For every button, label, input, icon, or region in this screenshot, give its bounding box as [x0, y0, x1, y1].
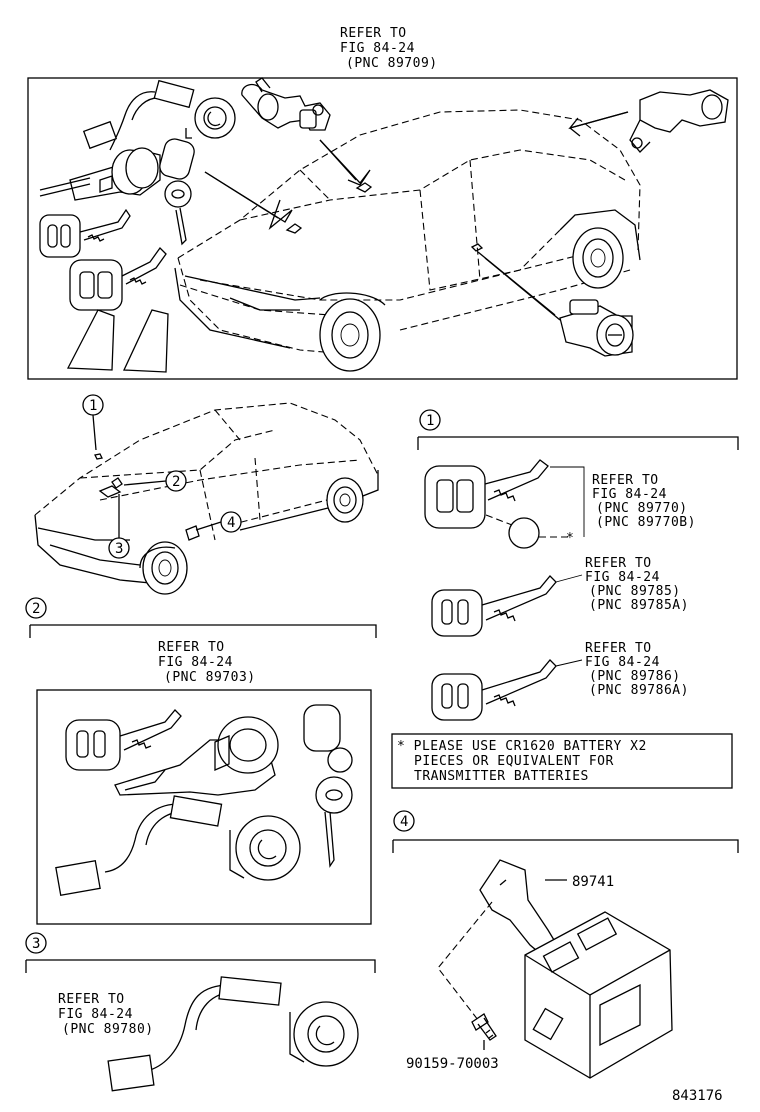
ref-c-line-1: REFER TO [585, 641, 652, 656]
top-keys [39, 208, 169, 373]
callout-2-label: 2 [172, 474, 180, 490]
section-3-ref-line-2: FIG 84-24 [58, 1007, 133, 1022]
ref-b-line-2: FIG 84-24 [585, 570, 660, 585]
top-reference-text: REFER TO FIG 84-24 (PNC 89709) [340, 26, 438, 71]
top-hood-lock [241, 77, 331, 131]
top-backdoor-lock [629, 89, 729, 153]
location-car [34, 402, 379, 595]
callout-3-label: 3 [115, 541, 123, 557]
part-number-90159-70003: 90159-70003 [406, 1056, 499, 1072]
top-car-illustration [174, 109, 641, 372]
top-arrows [204, 111, 629, 321]
ref-b-line-1: REFER TO [585, 556, 652, 571]
section-2-ref-line-3: (PNC 89703) [164, 670, 256, 685]
section-4-label: 4 [400, 814, 408, 830]
section-2-ref-line-1: REFER TO [158, 640, 225, 655]
ref-a-line-3: (PNC 89770) [596, 501, 688, 516]
ref-b-line-3: (PNC 89785) [589, 584, 681, 599]
section-2-label: 2 [32, 601, 40, 617]
ref-c-line-2: FIG 84-24 [585, 655, 660, 670]
note-line-3: TRANSMITTER BATTERIES [414, 769, 589, 784]
section-3: 3 REFER TO FIG 84-24 (PNC 89780) [25, 932, 376, 1092]
section-4-circle [393, 810, 415, 832]
section-4: 4 89741 90159-70003 [392, 810, 739, 1079]
section-1-label: 1 [426, 413, 434, 429]
top-ref-line-3: (PNC 89709) [346, 56, 438, 71]
section-2-frame [36, 689, 372, 925]
ref-a-line-4: (PNC 89770B) [596, 515, 696, 530]
section-1-asterisk: * [566, 531, 574, 546]
ref-c-line-4: (PNC 89786A) [589, 683, 689, 698]
section-3-circle [25, 932, 47, 954]
top-door-lock [559, 299, 634, 357]
note-line-2: PIECES OR EQUIVALENT FOR [414, 754, 614, 769]
battery-note: * PLEASE USE CR1620 BATTERY X2 PIECES OR… [391, 733, 733, 789]
top-ref-line-1: REFER TO [340, 26, 407, 41]
ref-c-line-3: (PNC 89786) [589, 669, 681, 684]
callout-4-label: 4 [227, 515, 235, 531]
section-2: 2 REFER TO FIG 84-24 (PNC 89703) [25, 597, 377, 925]
figure-number: 843176 [672, 1088, 723, 1104]
section-2-circle [25, 597, 47, 619]
ref-b-line-4: (PNC 89785A) [589, 598, 689, 613]
note-box [391, 733, 733, 789]
section-3-ref-line-3: (PNC 89780) [62, 1022, 154, 1037]
top-ignition-assembly [39, 79, 236, 246]
top-frame [27, 77, 738, 380]
part-number-89741: 89741 [572, 874, 614, 890]
section-1: 1 * REFER TO FIG 84-24 (PNC 89770) (PNC … [417, 409, 739, 721]
top-ref-line-2: FIG 84-24 [340, 41, 415, 56]
note-line-1: * PLEASE USE CR1620 BATTERY X2 [397, 739, 647, 754]
ref-a-line-1: REFER TO [592, 473, 659, 488]
section-3-ref-line-1: REFER TO [58, 992, 125, 1007]
ref-a-line-2: FIG 84-24 [592, 487, 667, 502]
callout-1-label: 1 [89, 398, 97, 414]
section-1-circle [419, 409, 441, 431]
section-3-label: 3 [32, 936, 40, 952]
location-callouts: 1 2 3 4 [82, 394, 242, 559]
section-2-ref-line-2: FIG 84-24 [158, 655, 233, 670]
